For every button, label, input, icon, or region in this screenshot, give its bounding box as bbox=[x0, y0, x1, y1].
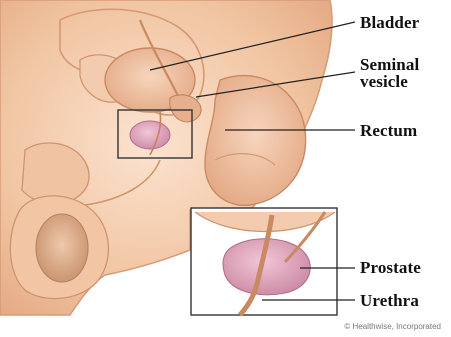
prostate-small bbox=[130, 121, 170, 149]
rectum-label: Rectum bbox=[360, 122, 417, 139]
prostate-label: Prostate bbox=[360, 259, 421, 276]
bladder-label: Bladder bbox=[360, 14, 419, 31]
testis bbox=[36, 214, 88, 282]
seminal-vesicle-label-line2: vesicle bbox=[360, 72, 408, 91]
seminal-vesicle-label: Seminal vesicle bbox=[360, 56, 450, 90]
copyright-text: © Healthwise, Incorporated bbox=[344, 322, 441, 331]
urethra-label: Urethra bbox=[360, 292, 419, 309]
